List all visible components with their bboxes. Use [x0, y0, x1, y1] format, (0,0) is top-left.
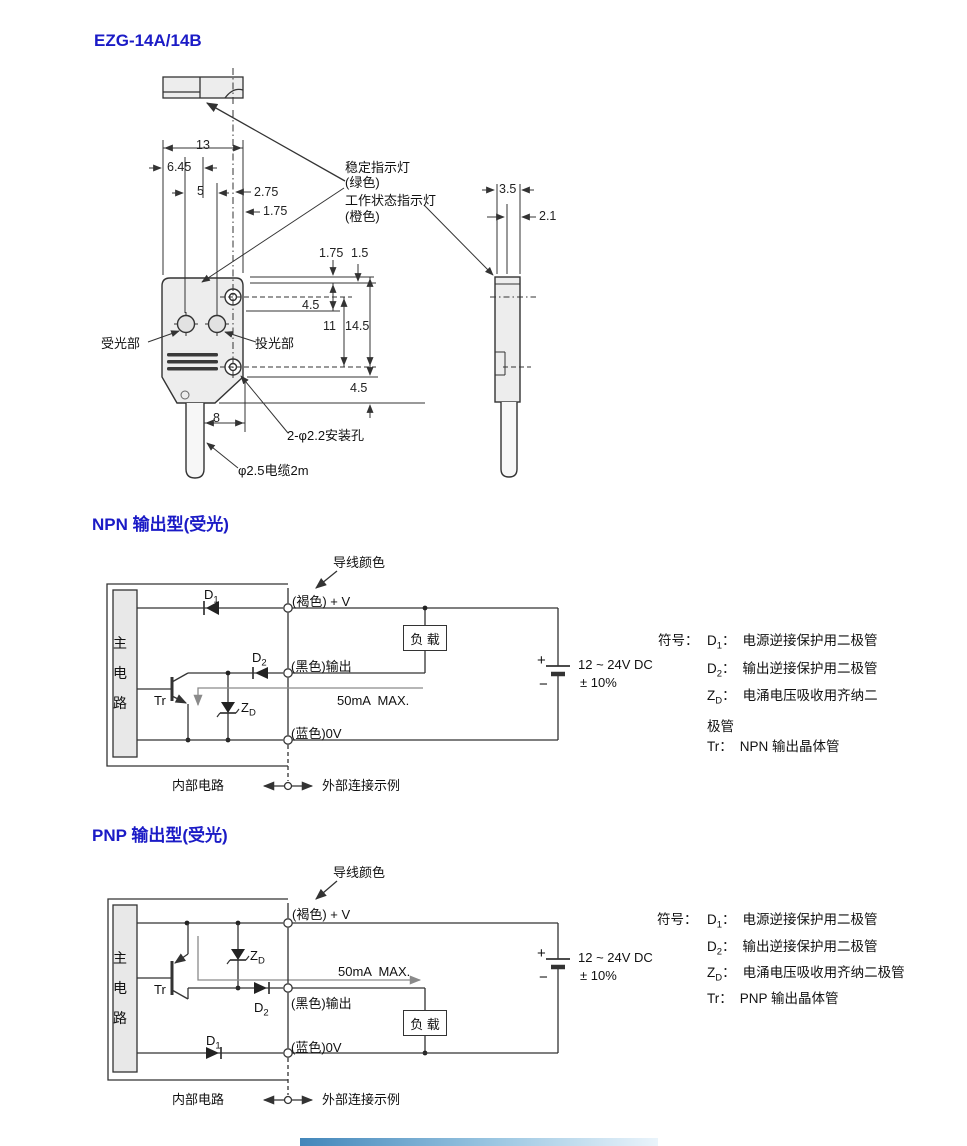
- top-view: [162, 68, 346, 182]
- dim-4-5-top: 4.5: [302, 298, 320, 312]
- page-title: EZG-14A/14B: [94, 31, 202, 50]
- pnp-terminal-black: (黑色)输出: [291, 996, 352, 1011]
- pnp-external-label: 外部连接示例: [322, 1092, 401, 1107]
- dim-3-5: 3.5: [499, 182, 517, 196]
- npn-battery-minus: −: [539, 676, 548, 693]
- pnp-current-max: 50mA MAX.: [338, 964, 411, 979]
- pnp-heading: PNP 输出型(受光): [92, 826, 228, 845]
- dim-6-45: 6.45: [167, 160, 192, 174]
- dim-5: 5: [197, 184, 204, 198]
- mounting-holes-label: 2-φ2.2安装孔: [287, 428, 365, 443]
- dim-2-75: 2.75: [254, 185, 279, 199]
- npn-circuit: [106, 570, 570, 791]
- npn-note-tr: Tr：NPN 输出晶体管: [707, 739, 840, 754]
- npn-wire-color-label: 导线颜色: [333, 555, 386, 570]
- dim-1-75: 1.75: [263, 204, 288, 218]
- pnp-internal-label: 内部电路: [172, 1092, 225, 1107]
- pnp-wire-color-label: 导线颜色: [333, 865, 386, 880]
- pnp-terminal-blue: (蓝色)0V: [291, 1040, 342, 1055]
- pnp-note-d1: D1：电源逆接保护用二极管: [707, 912, 878, 931]
- dim-13: 13: [196, 138, 210, 152]
- npn-main-circuit-label: 主电路: [113, 635, 127, 711]
- side-view: [490, 276, 536, 478]
- pnp-d1-label: D1: [206, 1033, 221, 1052]
- footer-accent-bar: [300, 1138, 658, 1146]
- dim-4-5-bottom: 4.5: [350, 381, 368, 395]
- stable-led-label: 稳定指示灯: [345, 160, 411, 175]
- npn-tr-label: Tr: [154, 693, 166, 708]
- receiver-label: 受光部: [101, 336, 141, 351]
- npn-load-box: 负 载: [403, 625, 447, 651]
- pnp-load-box: 负 载: [403, 1010, 447, 1036]
- npn-notes-heading: 符号：: [658, 633, 699, 648]
- pnp-battery-minus: −: [539, 969, 548, 986]
- npn-zd-label: ZD: [241, 700, 256, 719]
- npn-external-label: 外部连接示例: [322, 778, 401, 793]
- pnp-d2-label: D2: [254, 1000, 269, 1019]
- side-view-dimensions: [482, 184, 536, 274]
- emitter-label: 投光部: [255, 336, 295, 351]
- dim-1-75-offset: 1.75: [319, 246, 344, 260]
- pnp-tr-label: Tr: [154, 982, 166, 997]
- dim-2-1: 2.1: [539, 209, 557, 223]
- npn-d1-label: D1: [204, 587, 219, 606]
- pnp-note-zd: ZD：电涌电压吸收用齐纳二极管: [707, 965, 905, 984]
- npn-terminal-brown: (褐色) + V: [292, 594, 351, 609]
- npn-d2-label: D2: [252, 650, 267, 669]
- pnp-supply-tolerance: ± 10%: [580, 968, 617, 983]
- npn-current-max: 50mA MAX.: [337, 693, 410, 708]
- front-view-dimensions: [147, 110, 494, 469]
- cable-label: φ2.5电缆2m: [238, 463, 309, 478]
- pnp-supply-voltage: 12 ~ 24V DC: [578, 950, 653, 965]
- pnp-terminal-brown: (褐色) + V: [292, 907, 351, 922]
- npn-note-zd: ZD：电涌电压吸收用齐纳二 极管: [707, 688, 878, 734]
- dim-8: 8: [213, 411, 220, 425]
- operation-led-color: (橙色): [345, 209, 380, 224]
- dim-14-5: 14.5: [345, 319, 370, 333]
- pnp-note-tr: Tr：PNP 输出晶体管: [707, 991, 839, 1006]
- npn-note-d1: D1：电源逆接保护用二极管: [707, 633, 878, 652]
- dim-11: 11: [323, 319, 336, 333]
- npn-terminal-black: (黑色)输出: [291, 659, 352, 674]
- pnp-zd-label: ZD: [250, 948, 265, 967]
- operation-led-label: 工作状态指示灯: [345, 193, 437, 208]
- npn-battery-plus: +: [537, 652, 546, 669]
- npn-supply-voltage: 12 ~ 24V DC: [578, 657, 653, 672]
- npn-supply-tolerance: ± 10%: [580, 675, 617, 690]
- npn-internal-label: 内部电路: [172, 778, 225, 793]
- npn-note-d2: D2：输出逆接保护用二极管: [707, 661, 878, 680]
- npn-heading: NPN 输出型(受光): [92, 515, 229, 534]
- npn-terminal-blue: (蓝色)0V: [291, 726, 342, 741]
- pnp-notes-heading: 符号：: [657, 912, 698, 927]
- pnp-circuit: [107, 880, 570, 1105]
- pnp-main-circuit-label: 主电路: [113, 950, 127, 1026]
- stable-led-color: (绿色): [345, 175, 380, 190]
- front-view: [161, 277, 244, 479]
- pnp-note-d2: D2：输出逆接保护用二极管: [707, 939, 878, 958]
- dim-1-5-offset: 1.5: [351, 246, 369, 260]
- pnp-battery-plus: +: [537, 945, 546, 962]
